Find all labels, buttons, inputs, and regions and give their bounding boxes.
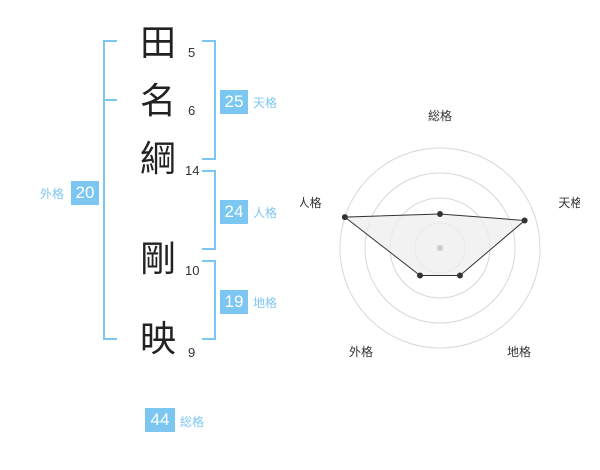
tenkaku-label: 天格 (253, 96, 278, 110)
radar-point-3 (456, 272, 463, 279)
stroke-count-3: 14 (185, 163, 200, 178)
chikaku-bracket (202, 260, 216, 340)
soukaku-label: 総格 (180, 415, 205, 429)
name-char-3: 綱 (140, 139, 177, 180)
stroke-count-2: 6 (188, 103, 196, 118)
radar-center-dot (437, 245, 443, 251)
stroke-count-5: 9 (188, 345, 196, 360)
radar-point-4 (417, 272, 424, 279)
chikaku-badge: 19 (220, 290, 248, 314)
gaikaku-bracket-tick (103, 99, 117, 101)
radar-axis-label-1: 総格 (428, 108, 452, 123)
name-char-1: 田 (140, 23, 177, 64)
radar-ring-4 (339, 147, 541, 349)
tenkaku-bracket (202, 40, 216, 160)
name-char-2: 名 (140, 81, 177, 122)
gaikaku-bracket (103, 40, 117, 340)
stroke-count-1: 5 (188, 45, 196, 60)
radar-ring-3 (364, 172, 516, 324)
tenkaku-badge: 25 (220, 90, 248, 114)
radar-point-2 (521, 217, 528, 224)
radar-point-5 (341, 214, 348, 221)
jinkaku-badge: 24 (220, 200, 248, 224)
gaikaku-badge: 20 (71, 181, 99, 205)
jinkaku-bracket (202, 170, 216, 250)
name-char-4: 剛 (140, 239, 177, 280)
gaikaku-label: 外格 (40, 187, 65, 201)
soukaku-badge: 44 (145, 408, 175, 432)
chikaku-label: 地格 (253, 296, 278, 310)
stroke-count-4: 10 (185, 263, 200, 278)
radar-data-polygon (343, 213, 526, 277)
radar-axis-label-5: 人格 (300, 195, 322, 210)
name-char-5: 映 (140, 319, 177, 360)
radar-point-1 (437, 211, 443, 217)
jinkaku-label: 人格 (253, 206, 278, 220)
radar-axis-label-4: 外格 (349, 344, 373, 359)
radar-axis-label-2: 天格 (558, 195, 580, 210)
radar-axis-label-3: 地格 (507, 344, 531, 359)
